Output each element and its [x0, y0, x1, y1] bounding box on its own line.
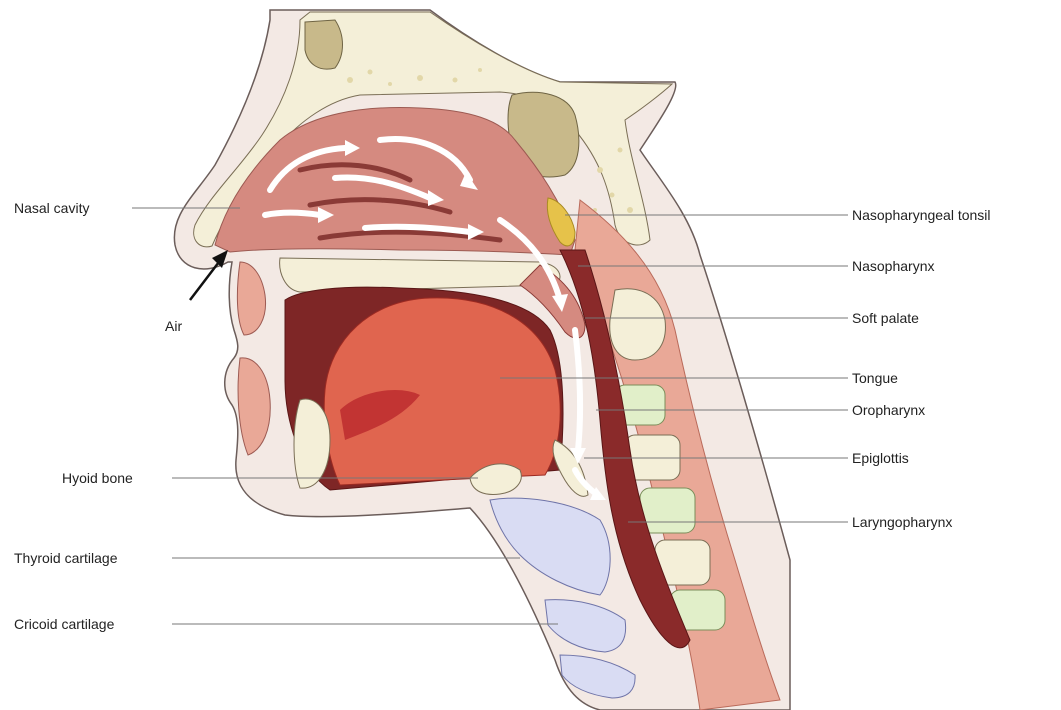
label-cricoid-cartilage: Cricoid cartilage [14, 616, 115, 632]
label-oropharynx: Oropharynx [852, 402, 925, 418]
label-soft-palate: Soft palate [852, 310, 919, 326]
label-nasopharyngeal-tonsil: Nasopharyngeal tonsil [852, 207, 991, 223]
label-air: Air [165, 318, 182, 334]
label-nasal-cavity: Nasal cavity [14, 200, 89, 216]
label-thyroid-cartilage: Thyroid cartilage [14, 550, 118, 566]
tongue [324, 298, 560, 485]
label-epiglottis: Epiglottis [852, 450, 909, 466]
label-nasopharynx: Nasopharynx [852, 258, 935, 274]
label-tongue: Tongue [852, 370, 898, 386]
label-laryngopharynx: Laryngopharynx [852, 514, 952, 530]
frontal-sinus [305, 20, 343, 69]
label-hyoid-bone: Hyoid bone [62, 470, 133, 486]
